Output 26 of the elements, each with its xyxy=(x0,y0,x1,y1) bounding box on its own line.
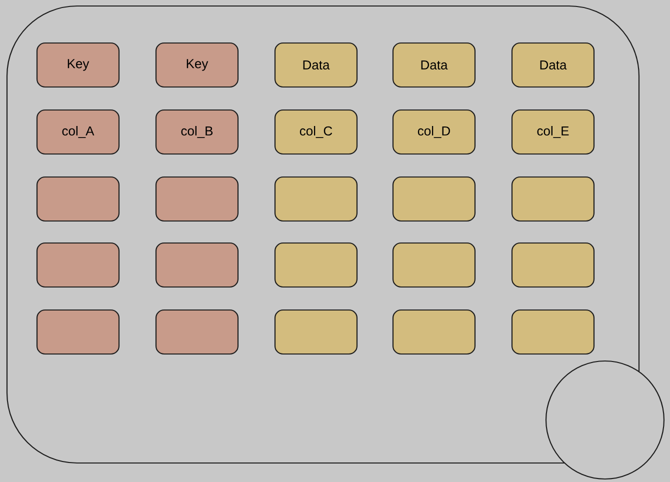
empty-box xyxy=(392,176,476,222)
empty-box xyxy=(274,176,358,222)
empty-box xyxy=(36,242,120,288)
empty-box xyxy=(155,242,239,288)
empty-box xyxy=(511,242,595,288)
labeled-box: Data xyxy=(511,42,595,88)
empty-box xyxy=(274,309,358,355)
empty-box xyxy=(274,242,358,288)
labeled-box: col_D xyxy=(392,109,476,155)
labeled-box: col_B xyxy=(155,109,239,155)
labeled-box: Data xyxy=(392,42,476,88)
labeled-box: Key xyxy=(155,42,239,88)
empty-box xyxy=(36,176,120,222)
empty-box xyxy=(36,309,120,355)
empty-box xyxy=(155,309,239,355)
empty-box xyxy=(511,176,595,222)
labeled-box: Data xyxy=(274,42,358,88)
empty-box xyxy=(511,309,595,355)
empty-box xyxy=(155,176,239,222)
empty-box xyxy=(392,309,476,355)
circle xyxy=(545,360,665,480)
labeled-box: col_E xyxy=(511,109,595,155)
empty-box xyxy=(392,242,476,288)
labeled-box: col_A xyxy=(36,109,120,155)
labeled-box: Key xyxy=(36,42,120,88)
labeled-box: col_C xyxy=(274,109,358,155)
